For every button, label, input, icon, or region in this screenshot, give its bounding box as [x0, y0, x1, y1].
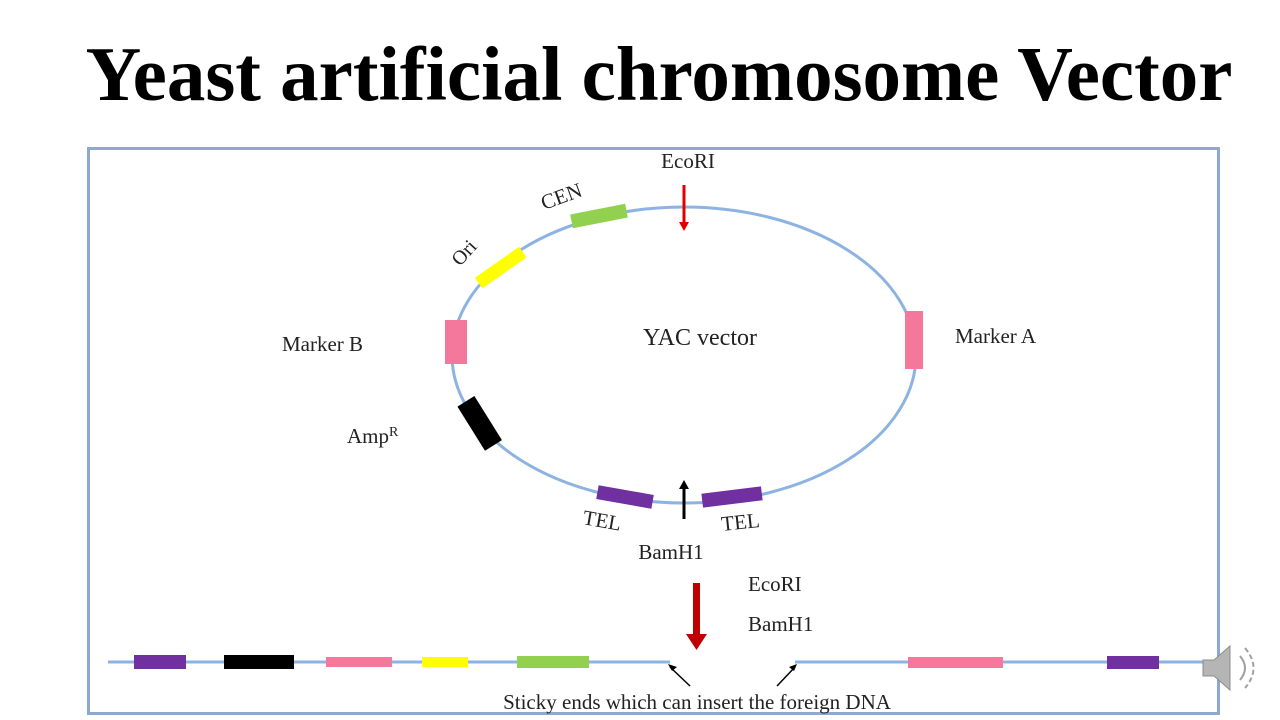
tel-left-label: TEL: [581, 505, 623, 535]
linear-marker-b: [326, 657, 392, 667]
amp-segment: [457, 396, 502, 451]
sticky-end-arrow-left: [669, 666, 691, 687]
tel-right-segment: [701, 486, 763, 508]
tel-left-segment: [596, 485, 654, 509]
center-label: YAC vector: [643, 325, 757, 351]
sticky-end-arrow-right-head: [789, 664, 797, 671]
sticky-ends-caption: Sticky ends which can insert the foreign…: [503, 690, 892, 714]
digest-arrow-head: [686, 634, 707, 650]
marker-b-label: Marker B: [282, 332, 363, 356]
linear-marker-a: [908, 657, 1003, 668]
bamh1-arrow-head: [679, 480, 689, 489]
sticky-end-arrow-right: [776, 666, 796, 687]
cen-label: CEN: [538, 178, 586, 215]
digest-arrow-shaft: [693, 583, 700, 637]
marker-b-segment: [445, 320, 467, 364]
linear-tel-left: [134, 655, 186, 669]
marker-a-label: Marker A: [955, 324, 1037, 348]
digest-bamh1-label: BamH1: [748, 612, 813, 636]
ori-label: Ori: [447, 235, 481, 270]
amp-label-text: Amp: [347, 424, 389, 448]
cen-segment: [570, 203, 628, 229]
amp-label-superscript: R: [389, 425, 399, 440]
tel-right-label: TEL: [720, 508, 761, 536]
linear-cen: [517, 656, 589, 668]
linear-tel-right: [1107, 656, 1159, 669]
amp-label: AmpR: [347, 424, 399, 448]
ecori-top-label: EcoRI: [661, 149, 715, 173]
ecori-arrow-head: [679, 222, 689, 231]
bamh1-bottom-label: BamH1: [638, 540, 703, 564]
diagram-frame: [87, 147, 1220, 715]
digest-ecori-label: EcoRI: [748, 572, 802, 596]
slide-title: Yeast artificial chromosome Vector: [85, 31, 1233, 117]
sticky-end-arrow-left-head: [668, 664, 677, 671]
linear-amp: [224, 655, 294, 669]
linear-ori: [422, 657, 468, 667]
speaker-icon[interactable]: [1202, 644, 1255, 692]
marker-a-segment: [905, 311, 923, 369]
ori-segment: [474, 246, 527, 289]
